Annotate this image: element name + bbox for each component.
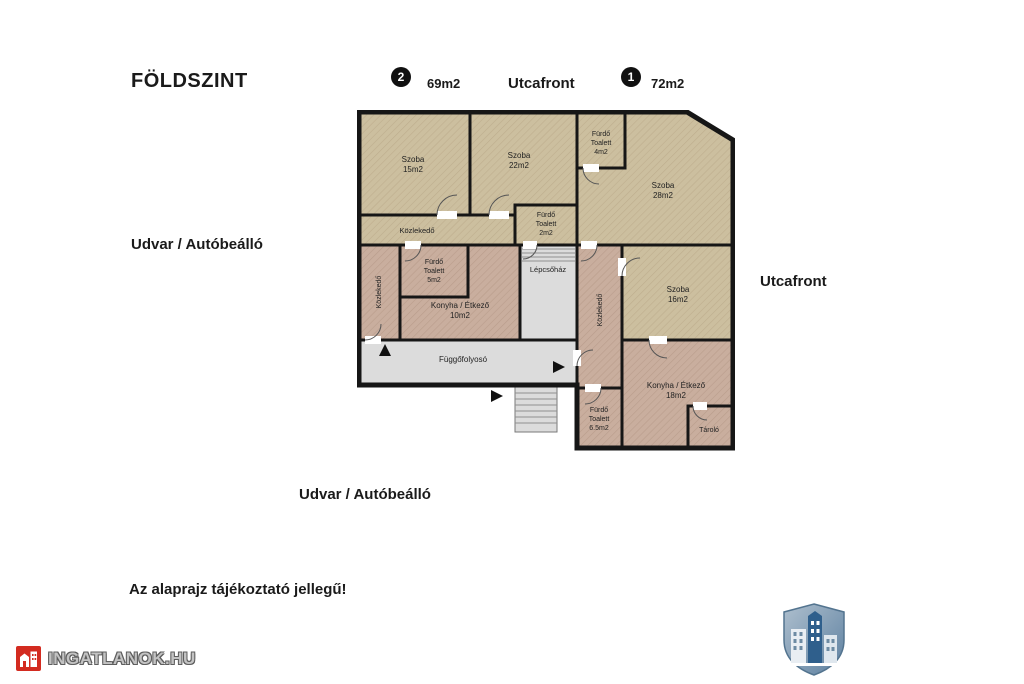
street-front-top-label: Utcafront bbox=[508, 75, 575, 92]
room-furdo-2 bbox=[513, 203, 579, 247]
arrow-up bbox=[379, 344, 391, 356]
label-kozlekedo-right: Közlekedő bbox=[597, 294, 604, 327]
label-furdo5-name2: Toalett bbox=[424, 268, 445, 275]
unit-2-number: 2 bbox=[397, 70, 405, 84]
label-konyha18-name: Konyha / Étkező bbox=[647, 381, 706, 390]
label-tarolo: Tároló bbox=[699, 427, 719, 434]
room-szoba16 bbox=[620, 243, 735, 342]
room-lepcsohaz bbox=[518, 243, 579, 342]
label-konyha18-area: 18m2 bbox=[666, 391, 687, 400]
room-kozlekedo-right bbox=[575, 243, 624, 390]
label-szoba28-area: 28m2 bbox=[653, 191, 674, 200]
label-furdo65-name1: Fürdő bbox=[590, 407, 608, 414]
label-furdo65-area: 6.5m2 bbox=[589, 425, 609, 432]
label-konyha10-name: Konyha / Étkező bbox=[431, 301, 490, 310]
doors bbox=[364, 164, 708, 421]
watermark-text: INGATLANOK.HU bbox=[48, 648, 196, 668]
label-furdo5-area: 5m2 bbox=[427, 277, 441, 284]
label-furdo65-name2: Toalett bbox=[589, 416, 610, 423]
label-szoba15-name: Szoba bbox=[402, 155, 425, 164]
room-furdo-5 bbox=[398, 243, 470, 299]
room-tarolo bbox=[686, 404, 735, 450]
label-furdo2-name2: Toalett bbox=[536, 221, 557, 228]
arrow-right-stairs bbox=[491, 390, 503, 402]
label-szoba28-name: Szoba bbox=[652, 181, 675, 190]
disclaimer-text: Az alaprajz tájékoztató jellegű! bbox=[129, 581, 347, 598]
label-fuggofolyoso: Függőfolyosó bbox=[439, 355, 488, 364]
label-szoba22-name: Szoba bbox=[508, 151, 531, 160]
label-furdo4-area: 4m2 bbox=[594, 149, 608, 156]
unit-2-badge: 2 bbox=[391, 67, 411, 87]
unit-1-number: 1 bbox=[627, 70, 635, 84]
label-furdo2-area: 2m2 bbox=[539, 230, 553, 237]
floor-plan: Szoba 15m2 Szoba 22m2 Fürdő Toalett 4m2 … bbox=[357, 110, 735, 451]
unit-2-area: 69m2 bbox=[427, 76, 461, 91]
label-szoba16-area: 16m2 bbox=[668, 295, 689, 304]
watermark-logo-icon bbox=[16, 646, 41, 671]
label-lepcsohaz: Lépcsőház bbox=[530, 265, 567, 274]
site-watermark: INGATLANOK.HU bbox=[16, 646, 196, 671]
label-kozlekedo-top: Közlekedő bbox=[399, 226, 434, 235]
room-konyha-18 bbox=[620, 338, 735, 450]
courtyard-bottom-label: Udvar / Autóbeálló bbox=[299, 486, 431, 503]
label-furdo4-name2: Toalett bbox=[591, 140, 612, 147]
label-furdo2-name1: Fürdő bbox=[537, 212, 555, 219]
unit-1-area: 72m2 bbox=[651, 76, 685, 91]
unit-1-badge: 1 bbox=[621, 67, 641, 87]
label-szoba22-area: 22m2 bbox=[509, 161, 530, 170]
room-furdo-4 bbox=[575, 110, 627, 170]
outside-stairs bbox=[514, 386, 558, 433]
courtyard-left-label: Udvar / Autóbeálló bbox=[131, 236, 263, 253]
agency-shield-logo bbox=[783, 603, 845, 676]
label-furdo5-name1: Fürdő bbox=[425, 259, 443, 266]
room-kozlekedo-top bbox=[357, 213, 517, 247]
label-furdo4-name1: Fürdő bbox=[592, 131, 610, 138]
label-konyha10-area: 10m2 bbox=[450, 311, 471, 320]
arrow-right-corridor bbox=[553, 361, 565, 373]
label-szoba15-area: 15m2 bbox=[403, 165, 424, 174]
label-kozlekedo-left: Közlekedő bbox=[376, 276, 383, 309]
street-front-right-label: Utcafront bbox=[760, 273, 827, 290]
page-title: FÖLDSZINT bbox=[131, 70, 248, 92]
label-szoba16-name: Szoba bbox=[667, 285, 690, 294]
exterior-wall-outline bbox=[357, 110, 735, 451]
